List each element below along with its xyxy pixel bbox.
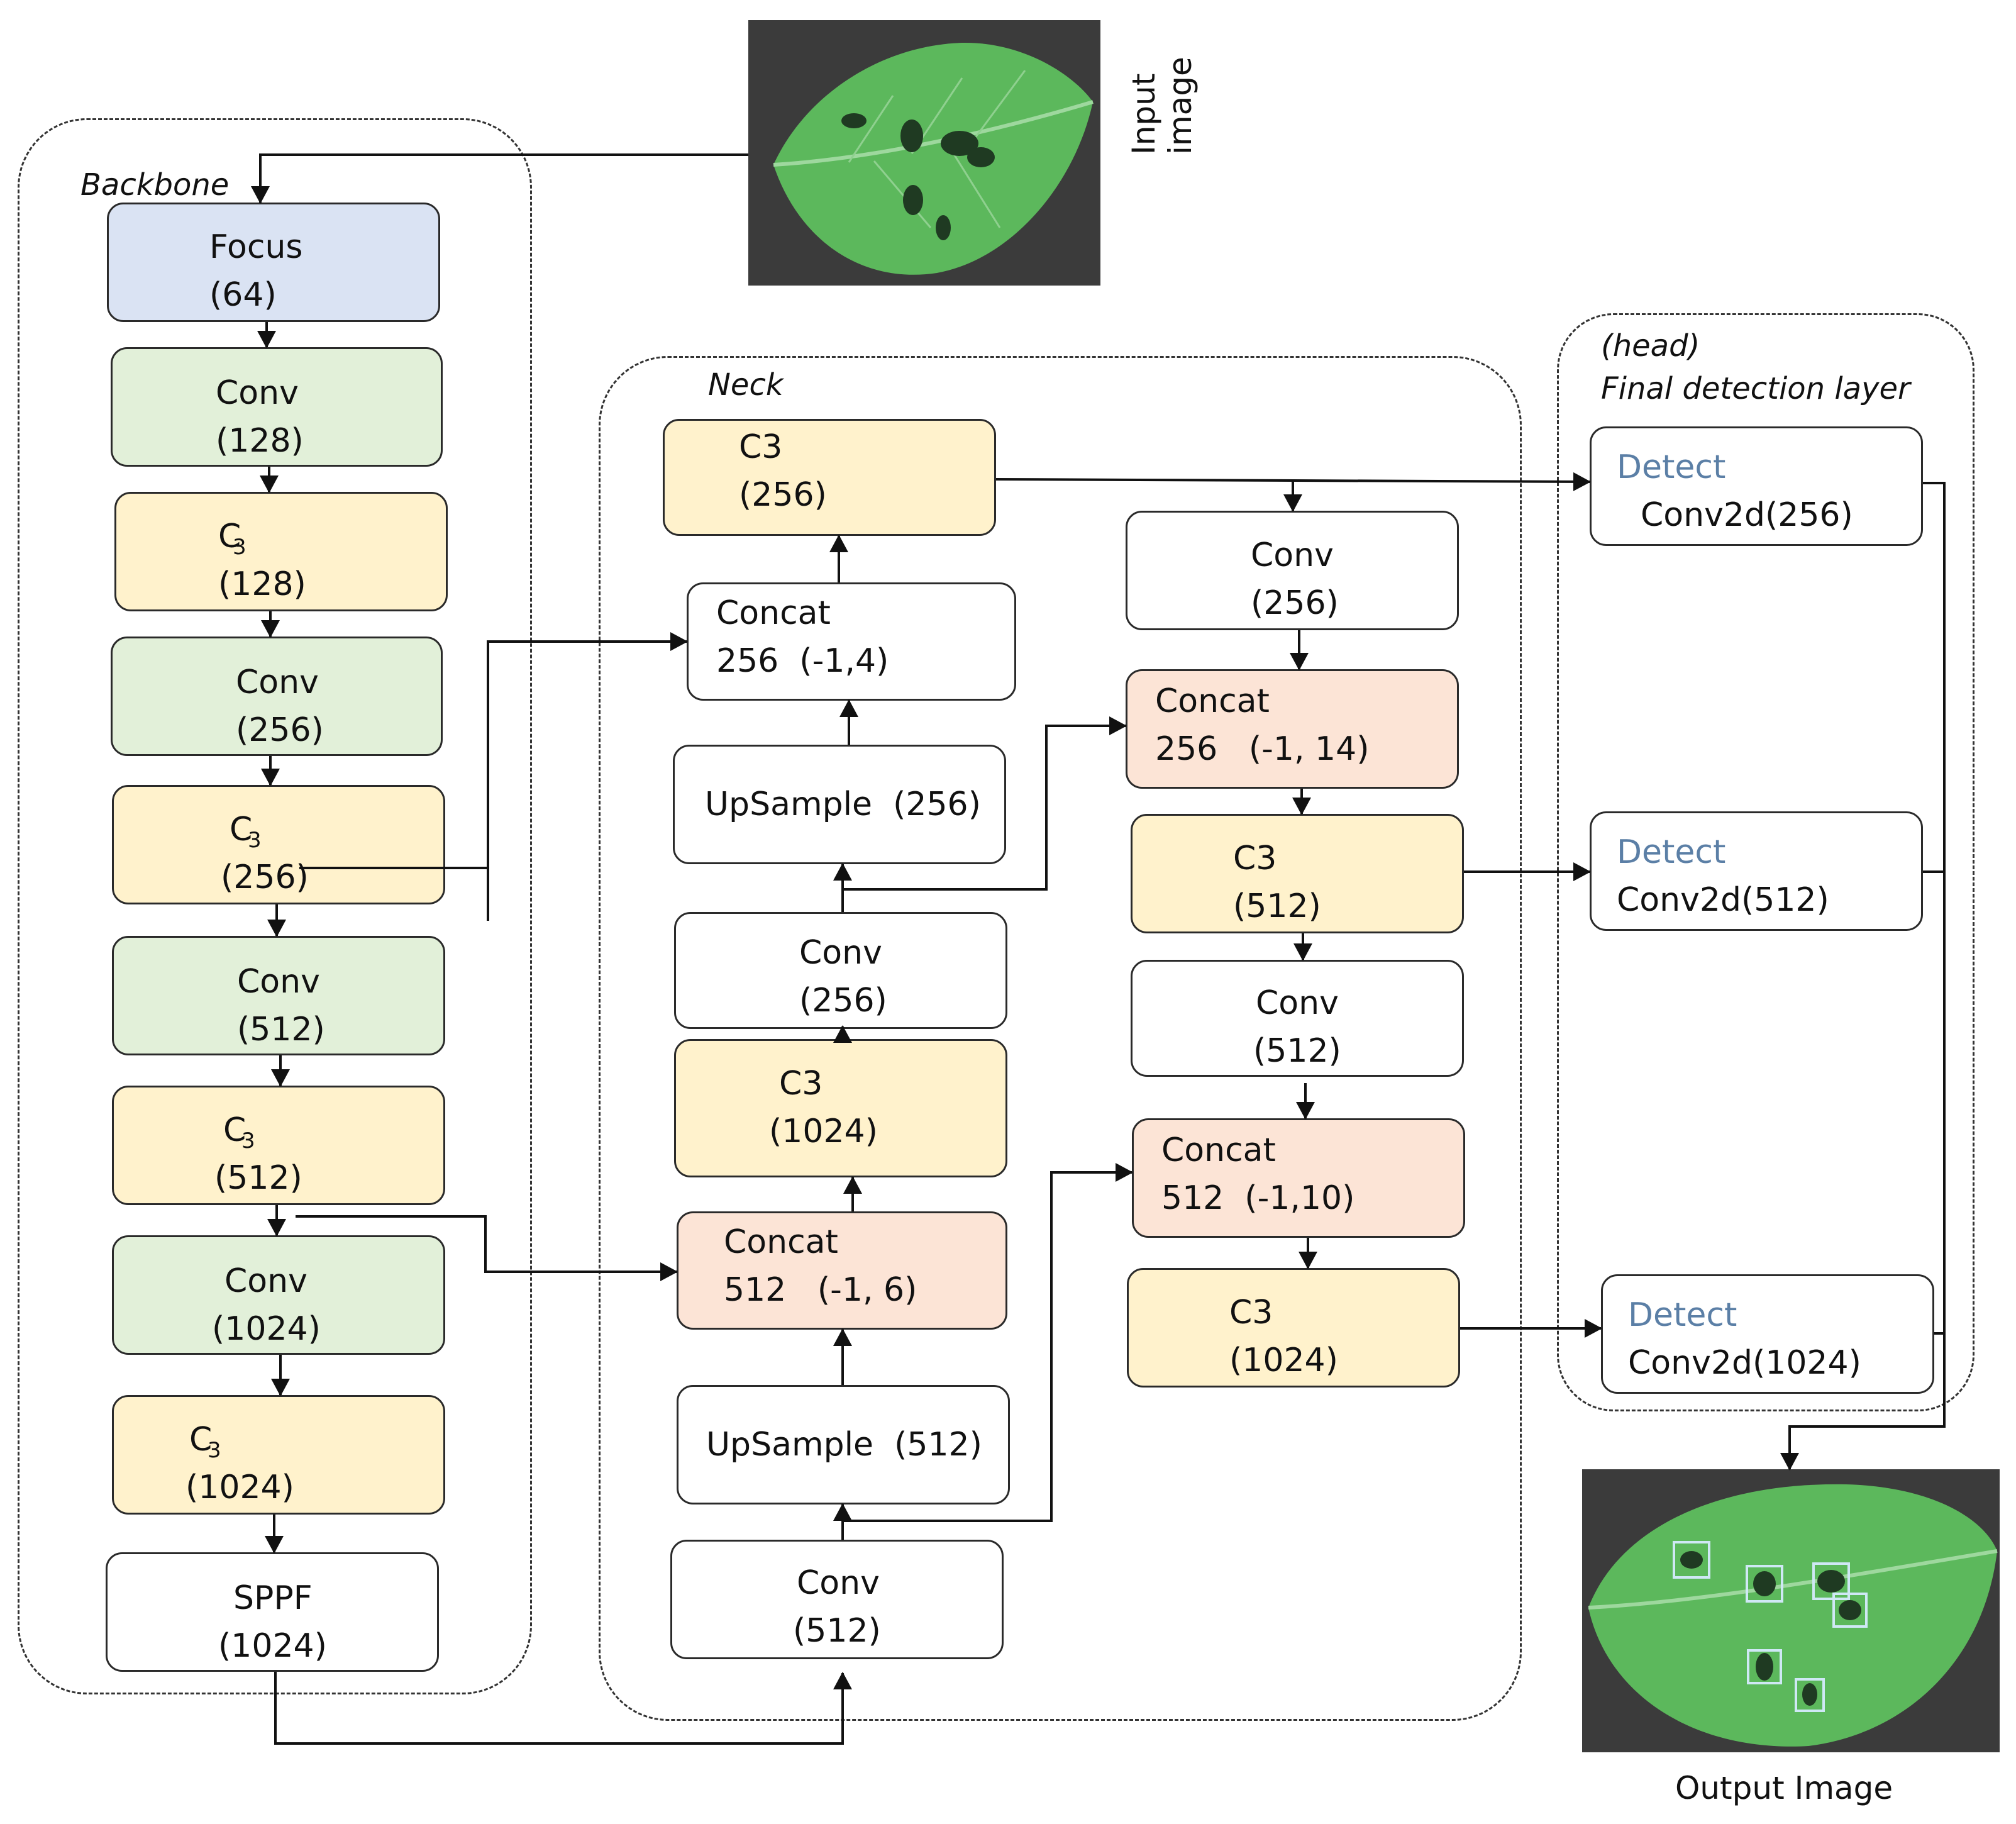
backbone-sppf-block: SPPF (1024) (106, 1552, 439, 1672)
neck-c3-1024-block: C3 (1024) (674, 1039, 1007, 1177)
backbone-c3-512-block: C (512) (112, 1086, 445, 1205)
skip-conv512-to-right-concat512 (843, 1163, 1133, 1522)
head-detect-512-block: Detect Conv2d(512) (1590, 811, 1923, 931)
head-detect-1024-block: Detect Conv2d(1024) (1601, 1274, 1934, 1394)
input-leaf-image (748, 20, 1100, 286)
subscript-3: 3 (233, 535, 246, 560)
output-leaf-image (1582, 1469, 2000, 1752)
neck-right-conv-256-block: Conv (256) (1126, 511, 1459, 630)
neck-right-c3-1024-block: C3 (1024) (1127, 1268, 1460, 1387)
neck-group (599, 356, 1522, 1721)
neck-label: Neck (708, 367, 784, 403)
subscript-3: 3 (241, 1128, 255, 1154)
neck-upsample-512-block: UpSample (512) (677, 1385, 1010, 1504)
head-group (1557, 313, 1974, 1411)
neck-concat-512-block: Concat 512 (-1, 6) (677, 1211, 1007, 1330)
neck-right-conv-512-block: Conv (512) (1131, 960, 1464, 1077)
backbone-conv-256-block: Conv (256) (111, 637, 443, 756)
backbone-c3-1024-block: C (1024) (112, 1395, 445, 1515)
sppf-to-neck-conv512 (274, 1672, 852, 1745)
head-detect-256-block: Detect Conv2d(256) (1590, 426, 1923, 546)
backbone-label: Backbone (80, 167, 230, 203)
neck-conv-256-block: Conv (256) (674, 912, 1007, 1029)
input-to-focus-arrow (251, 153, 748, 204)
head-label: (head) (1601, 328, 1700, 364)
neck-c3-256-block: C3 (256) (663, 419, 996, 536)
output-image-caption: Output Image (1675, 1770, 1893, 1806)
neck-right-c3-512-block: C3 (512) (1131, 814, 1464, 933)
subscript-3: 3 (248, 828, 262, 853)
neck-conv-512-block: Conv (512) (670, 1540, 1004, 1659)
skip-c3-512-to-concat-512 (296, 1215, 678, 1281)
final-detection-label: Final detection layer (1601, 371, 1910, 406)
backbone-conv-512-block: Conv (512) (112, 936, 445, 1055)
neck-right-concat-512-block: Concat 512 (-1,10) (1132, 1118, 1465, 1238)
neck-right-concat-256-block: Concat 256 (-1, 14) (1126, 669, 1459, 789)
backbone-conv-128-block: Conv (128) (111, 347, 443, 467)
backbone-conv-1024-block: Conv (1024) (112, 1235, 445, 1355)
skip-conv256-to-right-concat256 (843, 716, 1127, 891)
subscript-3: 3 (208, 1438, 221, 1463)
backbone-c3-128-block: C (128) (114, 492, 448, 611)
backbone-focus-block: Focus (64) (107, 203, 440, 322)
head-output-bus (1780, 482, 1946, 1471)
skip-c3-256-to-concat-256 (299, 632, 688, 869)
